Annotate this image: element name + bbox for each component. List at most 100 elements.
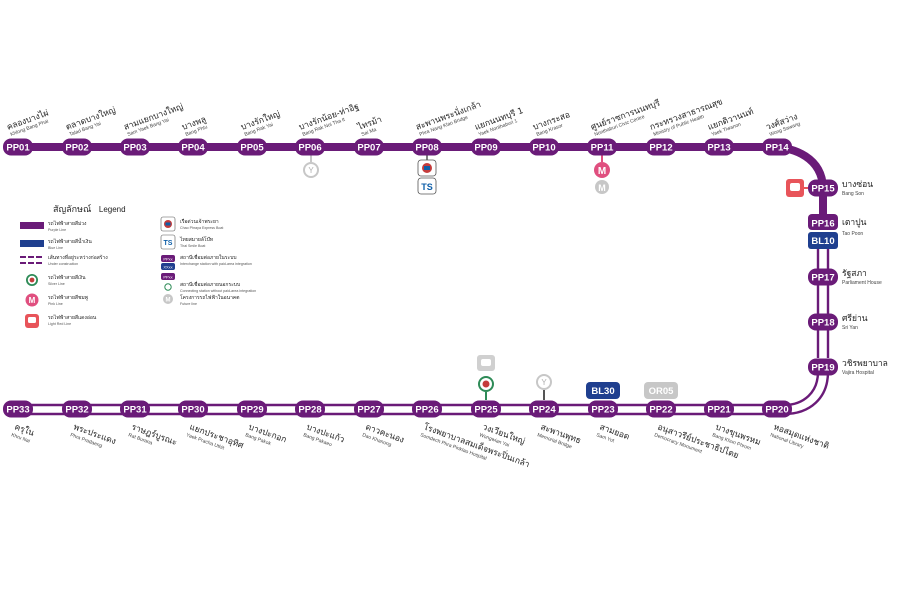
legend-boat-icon <box>160 216 176 232</box>
station-badge <box>587 138 617 156</box>
station-code: PP12 <box>649 143 672 154</box>
svg-text:OR05: OR05 <box>649 386 675 397</box>
svg-text:BL30: BL30 <box>591 386 614 397</box>
legend-item-en: Under construction <box>48 262 78 266</box>
legend-item-en: Purple Line <box>48 228 66 232</box>
legend-future-line-icon: M <box>163 294 173 304</box>
station-code: PP09 <box>474 143 497 154</box>
station-badge <box>412 138 442 156</box>
station-badge <box>178 138 208 156</box>
station-code: PP24 <box>532 405 556 416</box>
svg-text:TS: TS <box>421 182 433 192</box>
station-badge <box>808 268 838 286</box>
station-code: PP15 <box>811 184 835 195</box>
svg-text:M: M <box>29 296 36 305</box>
light-red-line-icon <box>786 179 810 197</box>
station-badge <box>808 214 838 230</box>
future-line-icon: Y <box>536 374 552 400</box>
station-badge <box>704 400 734 418</box>
station-code: PP01 <box>6 143 30 154</box>
legend-title: สัญลักษณ์ Legend <box>53 199 126 216</box>
legend-item-th: โครงการรถไฟฟ้าในอนาคต <box>180 294 239 301</box>
interchange-bl30: BL30 <box>586 382 620 399</box>
legend-silver-icon <box>26 274 38 286</box>
svg-text:XXxx: XXxx <box>163 265 172 270</box>
station-name-th: โรงพยาบาลสมเด็จพระปิ่นเกล้า <box>422 421 532 471</box>
station-name-en: Sai Ma <box>361 127 378 138</box>
station-code: PP17 <box>811 273 834 284</box>
station-badge <box>3 400 33 418</box>
station-name-th: บางซ่อน <box>842 180 873 190</box>
station-badge <box>471 138 501 156</box>
station-badge <box>412 400 442 418</box>
station-badge <box>237 400 267 418</box>
legend-item-th: เรือด่วนเจ้าพระยา <box>180 218 219 225</box>
station-code: PP25 <box>474 405 498 416</box>
station-code: PP07 <box>357 143 380 154</box>
station-code: PP02 <box>65 143 88 154</box>
silver-line-icon <box>477 355 495 400</box>
station-code: PP04 <box>181 143 205 154</box>
station-code: PP14 <box>765 143 789 154</box>
station-code: PP03 <box>123 143 146 154</box>
svg-text:Y: Y <box>541 378 547 387</box>
legend-item-en: Pink Line <box>48 302 63 306</box>
legend-blue-swatch <box>20 240 44 247</box>
station-badge <box>295 400 325 418</box>
svg-text:TS: TS <box>164 240 173 247</box>
legend-item-th: รถไฟฟ้าสายสีม่วง <box>48 220 87 227</box>
station-name-th: วชิรพยาบาล <box>842 359 888 369</box>
station-name-en: Bang Son <box>842 191 864 197</box>
station-badge <box>588 400 618 418</box>
station-badge <box>62 400 92 418</box>
station-badge <box>120 400 150 418</box>
station-badge <box>62 138 92 156</box>
station-badge <box>808 179 838 197</box>
station-code: PP26 <box>415 405 438 416</box>
interchange-or05: OR05 <box>644 382 678 399</box>
legend-item-th: เส้นทางที่อยู่ระหว่างก่อสร้าง <box>48 254 108 261</box>
station-code: PP30 <box>181 405 204 416</box>
legend-item-en: Thai Smile Boat <box>180 244 205 248</box>
station-code: PP20 <box>765 405 788 416</box>
station-code: PP08 <box>415 143 438 154</box>
legend-pink-icon: M <box>25 293 39 307</box>
pink-line-icon: M M <box>594 152 610 194</box>
future-line-icon: Y <box>303 152 319 178</box>
svg-text:M: M <box>598 166 606 177</box>
legend-item-th: รถไฟฟ้าสายสีเงิน <box>48 274 86 281</box>
legend-interchange-unpaid-icon: PPxx <box>161 273 175 291</box>
legend-construction-swatch <box>20 256 44 264</box>
station-badge <box>704 138 734 156</box>
station-code: PP29 <box>240 405 263 416</box>
legend-item-en: Blue Line <box>48 246 63 250</box>
station-badge <box>354 138 384 156</box>
legend-thai-smile-icon: TS <box>160 234 176 250</box>
station-badge <box>646 400 676 418</box>
svg-text:PPxx: PPxx <box>163 257 172 262</box>
station-code: PP06 <box>298 143 321 154</box>
thai-smile-boat-icon: TS <box>417 177 437 195</box>
svg-text:M: M <box>166 298 171 304</box>
legend-item-th: ไทยสมายล์โบ๊ท <box>179 236 213 243</box>
station-code: PP18 <box>811 318 834 329</box>
